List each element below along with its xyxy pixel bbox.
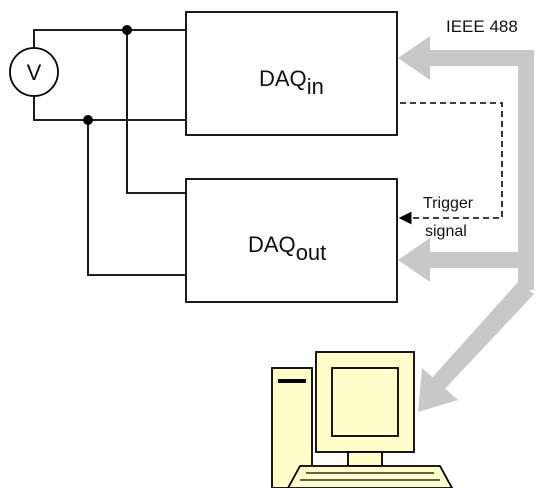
daq-out-subscript: out [296, 240, 327, 265]
trigger-label-line2: signal [425, 223, 467, 240]
junction-bottom [83, 115, 93, 125]
computer-icon [271, 351, 454, 488]
daq-out-main: DAQ [248, 232, 296, 257]
voltmeter: V [9, 47, 59, 97]
daq-in-subscript: in [307, 74, 324, 99]
daq-in-main: DAQ [259, 66, 307, 91]
ieee488-bus [398, 36, 534, 412]
voltmeter-label: V [27, 60, 42, 85]
trigger-signal: Trigger signal [398, 102, 503, 240]
daq-in-box: DAQin [185, 11, 398, 136]
wires [33, 29, 186, 276]
daq-out-label: DAQout [248, 232, 326, 265]
junction-top [122, 25, 132, 35]
daq-in-label: DAQin [259, 66, 324, 99]
trigger-label-line1: Trigger [423, 195, 474, 212]
daq-out-box: DAQout [185, 178, 398, 303]
bus-label: IEEE 488 [446, 17, 518, 36]
